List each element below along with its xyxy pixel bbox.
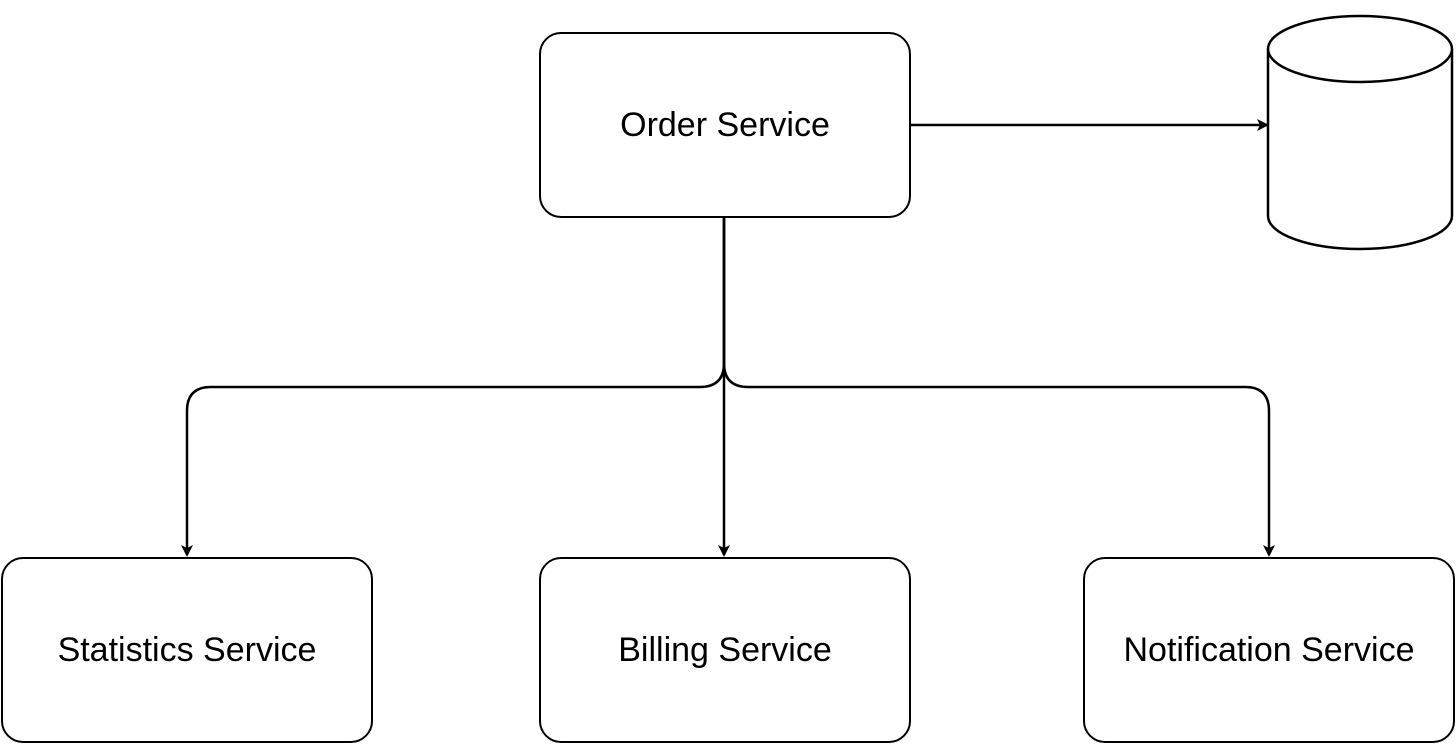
order-service-label: Order Service: [620, 105, 830, 144]
billing-service-node[interactable]: Billing Service: [539, 557, 911, 743]
notification-service-node[interactable]: Notification Service: [1083, 557, 1455, 743]
order-service-node[interactable]: Order Service: [539, 32, 911, 218]
statistics-service-label: Statistics Service: [57, 630, 317, 669]
billing-service-label: Billing Service: [618, 630, 832, 669]
statistics-service-node[interactable]: Statistics Service: [1, 557, 373, 743]
edge-order-to-statistics: [181, 218, 726, 557]
edge-order-to-notification: [722, 218, 1275, 557]
database-cylinder: [1266, 14, 1454, 251]
notification-service-label: Notification Service: [1123, 630, 1415, 669]
